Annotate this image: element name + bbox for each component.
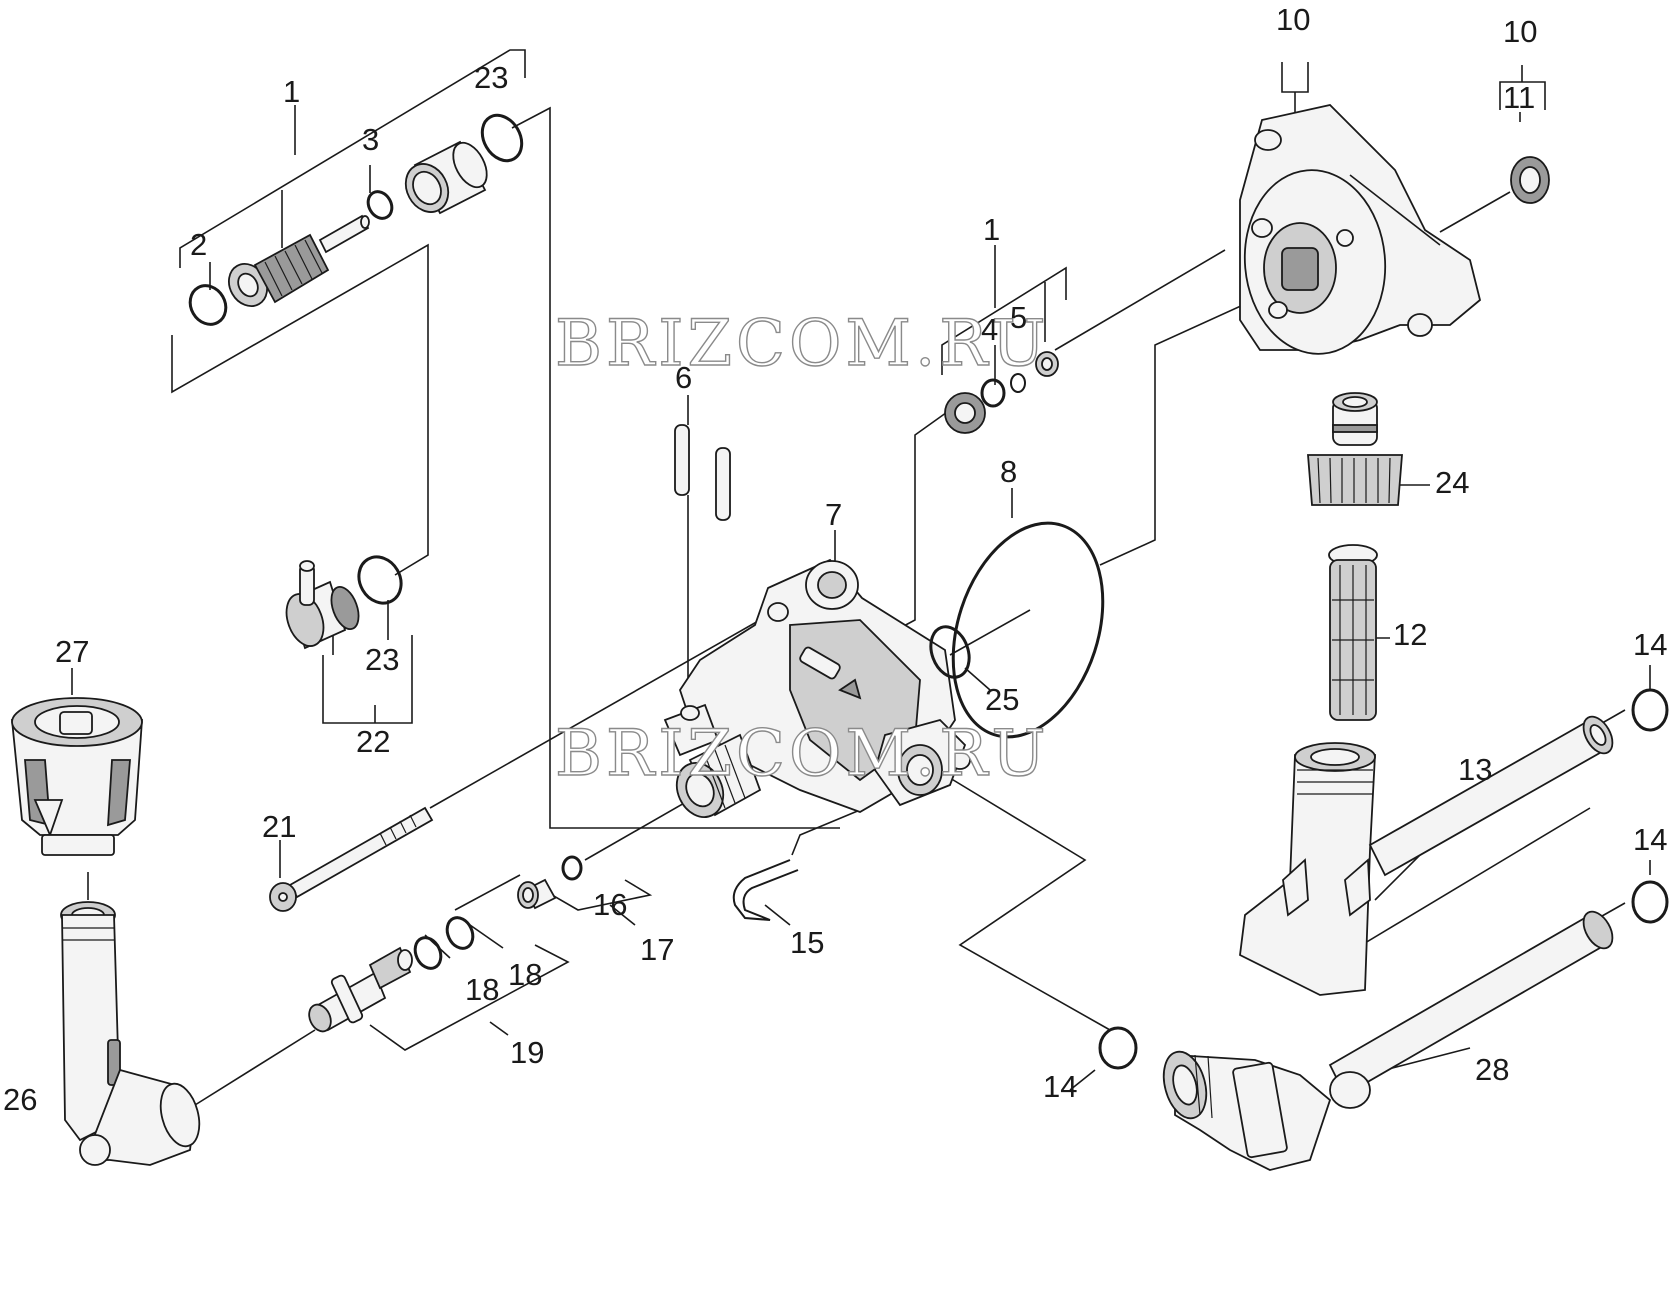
parts [11,104,1669,1171]
part-2-oring [188,284,228,326]
part-27-quick-coupling [11,697,143,856]
part-18-oring-a [413,936,443,970]
part-16-ring [561,855,583,881]
part-6-pins [674,424,731,521]
callout-16: 16 [593,887,627,922]
part-1-valve-sleeve [404,140,488,215]
callout-15: 15 [790,925,824,960]
part-21-screw [269,806,434,912]
callout-23-lower: 23 [365,642,399,677]
part-17-valve-insert [517,878,557,910]
part-1-valve-piston [228,214,370,307]
part-14-washer-bottom [1098,1026,1138,1070]
part-18-oring-b [445,916,475,950]
callout-28: 28 [1475,1052,1509,1087]
leader-lines [65,49,1651,1106]
part-23-oring-lower [357,555,403,605]
callout-1-top: 1 [283,74,300,109]
callout-6: 6 [675,360,692,395]
callout-12: 12 [1393,617,1427,652]
part-14-washer-lower [1631,880,1669,924]
part-8-large-oring [951,521,1105,739]
callout-13: 13 [1458,752,1492,787]
callout-22: 22 [356,724,390,759]
part-25-oring [929,625,971,679]
callout-10-left: 10 [1276,2,1310,37]
part-3-ring [366,190,394,220]
watermark-top: BRIZCOM.RU [555,307,1049,381]
part-28-hose-elbow [1162,910,1614,1171]
part-11-seal [1510,156,1550,204]
callout-23-top: 23 [474,60,508,95]
callout-4: 4 [981,312,998,347]
part-14-washer-upper [1631,688,1669,732]
part-22-fitting [285,560,360,650]
callout-18-left: 18 [465,972,499,1007]
part-15-clip [732,859,799,921]
callout-14-upper: 14 [1633,627,1667,662]
part-13-inlet-fitting [1239,742,1376,996]
part-23-oring-top [480,113,524,163]
watermarks: BRIZCOM.RU BRIZCOM.RU [554,306,1049,791]
part-19-valve [308,946,413,1033]
callout-8: 8 [1000,454,1017,489]
callout-14-bottom: 14 [1043,1069,1077,1104]
callout-26: 26 [3,1082,37,1117]
callout-21: 21 [262,809,296,844]
part-13-hose-pipe [1368,715,1614,877]
callout-25: 25 [985,682,1019,717]
part-7-pump-housing [663,558,971,818]
watermark-middle: BRIZCOM.RU [555,717,1049,791]
callout-18-right: 18 [508,957,542,992]
callout-10-right: 10 [1503,14,1537,49]
callout-2: 2 [190,227,207,262]
part-10-pump-head [1239,104,1482,355]
callout-11: 11 [1503,80,1535,115]
callout-14-lower: 14 [1633,822,1667,857]
callout-24: 24 [1435,465,1469,500]
part-26-elbow-tube [60,901,201,1166]
callout-labels: 1 2 3 23 23 22 1 4 5 6 7 8 10 10 11 24 1… [3,2,1667,1117]
callout-3: 3 [362,122,379,157]
callout-27: 27 [55,634,89,669]
part-1-seals [944,351,1059,434]
callout-19: 19 [510,1035,544,1070]
callout-1-middle: 1 [983,212,1000,247]
callout-7: 7 [825,497,842,532]
callout-5: 5 [1010,300,1027,335]
part-24-coupling [1307,392,1403,506]
part-12-filter [1328,544,1378,721]
callout-17: 17 [640,932,674,967]
